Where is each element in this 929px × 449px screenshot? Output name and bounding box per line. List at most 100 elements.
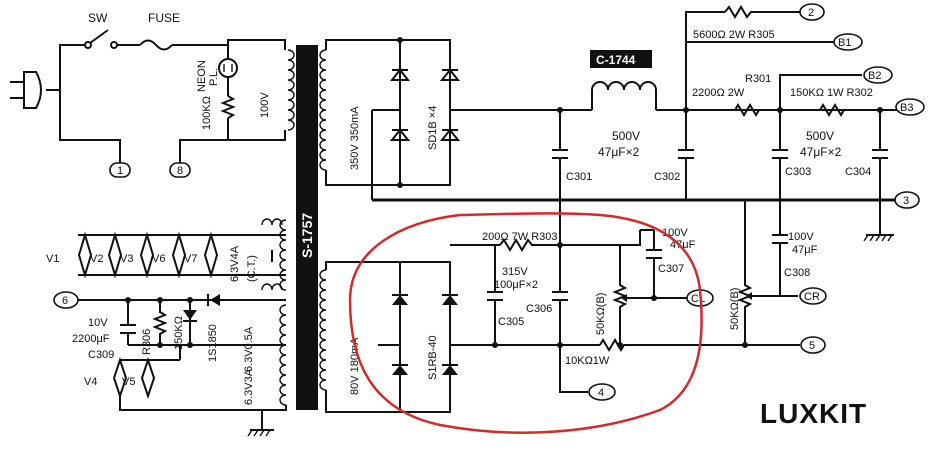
tube-v5: V5 (122, 376, 135, 388)
c305-voltage: 315V (502, 266, 528, 278)
c308-voltage: 100V (788, 231, 814, 243)
terminal-b2: B2 (863, 66, 893, 84)
svg-text:B3: B3 (900, 102, 913, 114)
svg-text:5: 5 (809, 340, 815, 352)
terminal-6: 6 (53, 291, 79, 309)
terminal-3: 3 (894, 191, 920, 209)
capacitor-c309: 10V 2200μF C309 (72, 300, 136, 361)
svg-text:2: 2 (808, 7, 814, 19)
lv-diode-label: S1RB-40 (427, 335, 439, 380)
terminal-cr: CR (799, 287, 827, 305)
pl-label: P.L. (208, 68, 220, 86)
power-switch: SW (84, 11, 118, 49)
c309-voltage: 10V (88, 317, 108, 329)
terminal-2: 2 (799, 3, 825, 21)
terminal-1: 1 (109, 162, 131, 178)
c306-label: C306 (526, 303, 552, 315)
fuse-label: FUSE (148, 11, 180, 25)
hv-secondary: 350V 350mA (319, 49, 361, 171)
c305-label: C305 (498, 316, 524, 328)
transformer-primary (287, 49, 295, 131)
choke-c1744: C-1744 (590, 50, 657, 110)
neon-label: NEON (196, 60, 208, 92)
tube-v6: V6 (152, 253, 165, 265)
ground-symbol-left (247, 410, 274, 437)
transformer-label: S-1757 (299, 213, 315, 258)
switch-label: SW (88, 11, 108, 25)
svg-text:R306: R306 (141, 329, 153, 355)
center-tap-label: (C.T.) (246, 255, 258, 282)
tube-v2: V2 (90, 253, 103, 265)
diode-1s1850: 1S1850 (183, 294, 220, 362)
r305-label: 5600Ω 2W R305 (693, 29, 775, 41)
svg-text:CL: CL (691, 293, 705, 305)
diode-label: 1S1850 (207, 324, 219, 362)
c301-label: C301 (566, 171, 592, 183)
c301-capacitance: 47μF×2 (598, 145, 640, 159)
r301-value: 2200Ω 2W (692, 87, 745, 99)
svg-text:1: 1 (117, 165, 123, 177)
hv-bridge-rectifier: SD1B ×4 (325, 39, 478, 200)
c308-capacitance: 47μF (792, 244, 818, 256)
terminal-b3: B3 (895, 98, 925, 116)
terminal-5: 5 (800, 336, 826, 354)
capacitors-c303-c304: C303 C304 500V 47μF×2 (772, 110, 888, 200)
c302-label: C302 (654, 171, 680, 183)
c303-label: C303 (785, 166, 811, 178)
c309-label: C309 (88, 349, 114, 361)
primary-voltage-label: 100V (259, 92, 271, 118)
r303-label: 200Ω 7W R303 (482, 231, 558, 243)
tube-v7: V7 (184, 253, 197, 265)
transformer-core: S-1757 (296, 45, 318, 410)
filament-633-label: 6.3V3A (243, 368, 255, 405)
mains-plug (10, 44, 121, 165)
brand-logo-text: LUXKIT (760, 398, 867, 429)
capacitors-c301-c302: C301 C301 C302 500V 47μF×2 (552, 110, 694, 200)
svg-text:B2: B2 (868, 70, 881, 82)
heater-string: V1 V2 V3 V6 V7 6.3V4A (46, 231, 255, 282)
neon-lamp: NEON P.L. 100KΩ (179, 58, 238, 165)
ground-symbol-right (863, 200, 894, 242)
choke-label: C-1744 (596, 53, 636, 67)
tube-v3: V3 (120, 253, 133, 265)
c303-capacitance: 47μF×2 (800, 145, 842, 159)
svg-text:4: 4 (598, 387, 604, 399)
svg-text:CR: CR (804, 291, 820, 303)
tube-v1: V1 (46, 253, 59, 265)
fuse: FUSE (117, 11, 190, 51)
c303-voltage: 500V (806, 129, 834, 143)
tube-v4: V4 (84, 376, 97, 388)
c304-label: C304 (845, 166, 871, 178)
terminal-4: 4 (588, 383, 616, 401)
lv-winding-label: 80V 180mA (349, 337, 361, 395)
lv-bridge-rectifier: S1RB-40 (325, 261, 478, 413)
neon-resistor-label: 100KΩ (201, 96, 213, 130)
svg-text:B1: B1 (838, 37, 851, 49)
c308-label: C308 (784, 267, 810, 279)
c309-capacitance: 2200μF (72, 333, 110, 345)
svg-text:8: 8 (177, 165, 183, 177)
terminal-8: 8 (169, 162, 191, 178)
svg-text:6: 6 (62, 295, 68, 307)
pot-left: 50KΩ(B) (595, 245, 636, 345)
pot-left-label: 50KΩ(B) (595, 293, 607, 335)
red-markup-circle (348, 212, 703, 434)
lv-secondary: 80V 180mA (319, 269, 361, 395)
resistor-r306: R306 150KΩ (141, 300, 185, 355)
r-10k-label: 10KΩ1W (565, 355, 610, 367)
filament-64-label: 6.3V4A (229, 245, 241, 282)
c305-capacitance: 100μF×2 (494, 279, 538, 291)
capacitors-c305-c306: 315V 100μF×2 C305 C306 (487, 245, 568, 345)
resistor-150k-label: 150KΩ (173, 316, 185, 350)
terminal-b1: B1 (833, 33, 863, 51)
heater-v4-v5: V4 V5 (84, 345, 181, 411)
hv-winding-label: 350V 350mA (349, 106, 361, 170)
c301-voltage: 500V (612, 129, 640, 143)
pot-right-label: 50KΩ(B) (729, 288, 741, 330)
c307-label: C307 (658, 263, 684, 275)
r301-id: R301 (745, 73, 771, 85)
svg-text:3: 3 (903, 195, 909, 207)
r302-label: 150KΩ 1W R302 (790, 87, 873, 99)
hv-diode-label: SD1B ×4 (427, 106, 439, 150)
